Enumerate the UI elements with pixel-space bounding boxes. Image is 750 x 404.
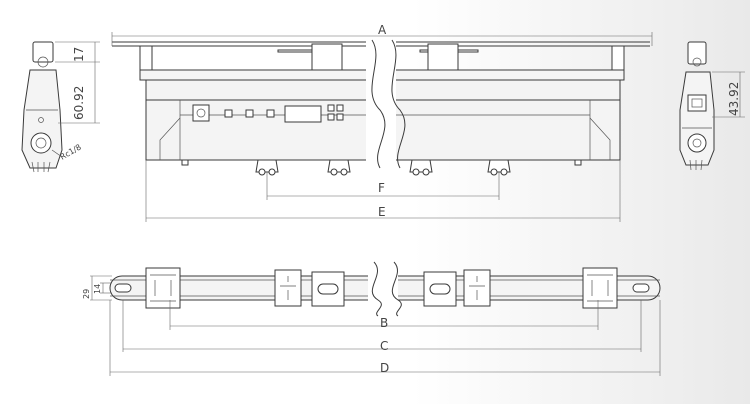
dim-c-label: C: [380, 339, 388, 353]
carriage-4: [487, 159, 511, 176]
front-view: A F E: [111, 23, 653, 222]
dim-14-label: 14: [93, 284, 102, 294]
dim-d-label: D: [380, 361, 389, 375]
right-side-view: 43.92: [679, 41, 745, 171]
carriage-2: [327, 159, 351, 176]
dim-29-label: 29: [82, 289, 91, 299]
dim-b-label: B: [380, 316, 388, 330]
top-view: 29 14 B C D: [82, 261, 661, 376]
dim-f-label: F: [378, 181, 385, 195]
dim-17-label: 17: [72, 47, 86, 62]
dim-43-92-label: 43.92: [727, 82, 741, 116]
dim-a-label: A: [378, 23, 387, 37]
dim-60-92-label: 60.92: [72, 86, 86, 120]
dim-e-label: E: [378, 205, 386, 219]
carriage-1: [255, 159, 279, 176]
carriage-3: [409, 159, 433, 176]
left-side-view: 17 60.92 Rc1/8: [21, 41, 100, 173]
